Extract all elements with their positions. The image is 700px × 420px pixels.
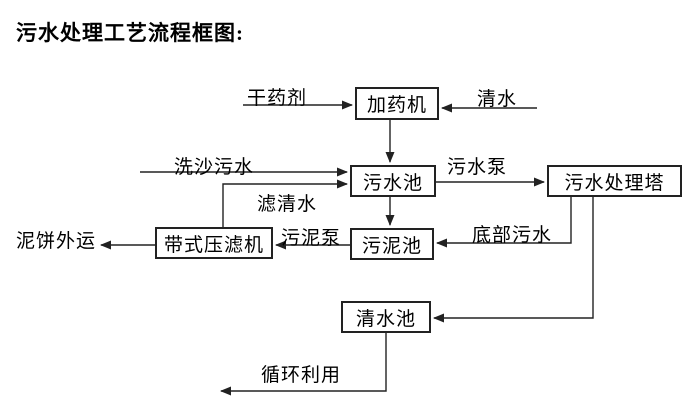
edge-label-mud-cake-out: 泥饼外运 — [16, 231, 97, 252]
node-belt-filter-press: 带式压滤机 — [155, 227, 273, 259]
node-clean-water-pool: 清水池 — [341, 301, 431, 333]
edge-label-sludge-pump: 污泥泵 — [281, 228, 342, 249]
edge-filtered-water-arrow — [222, 179, 348, 227]
edge-label-dry-agent: 干药剂 — [247, 88, 308, 109]
edge-bottom-sewage-arrow — [436, 197, 572, 248]
edge-recycle-use-arrow — [220, 333, 387, 396]
node-sludge-pool: 污泥池 — [350, 228, 434, 260]
edge-label-bottom-sewage: 底部污水 — [472, 225, 553, 246]
edge-label-filtered-water: 滤清水 — [257, 194, 318, 215]
node-sewage-treatment-tower: 污水处理塔 — [547, 165, 682, 197]
page-title: 污水处理工艺流程框图: — [16, 21, 244, 45]
edge-tower-to-clean-water-pool-arrow — [433, 197, 594, 323]
edge-label-recycle-use: 循环利用 — [261, 365, 342, 386]
edge-label-clean-water: 清水 — [477, 89, 518, 110]
edge-label-sewage-pump: 污水泵 — [447, 157, 508, 178]
node-sewage-pool: 污水池 — [350, 165, 436, 197]
node-dosing-machine: 加药机 — [355, 87, 439, 120]
edge-label-sand-washing-sewage: 洗沙污水 — [174, 157, 255, 178]
